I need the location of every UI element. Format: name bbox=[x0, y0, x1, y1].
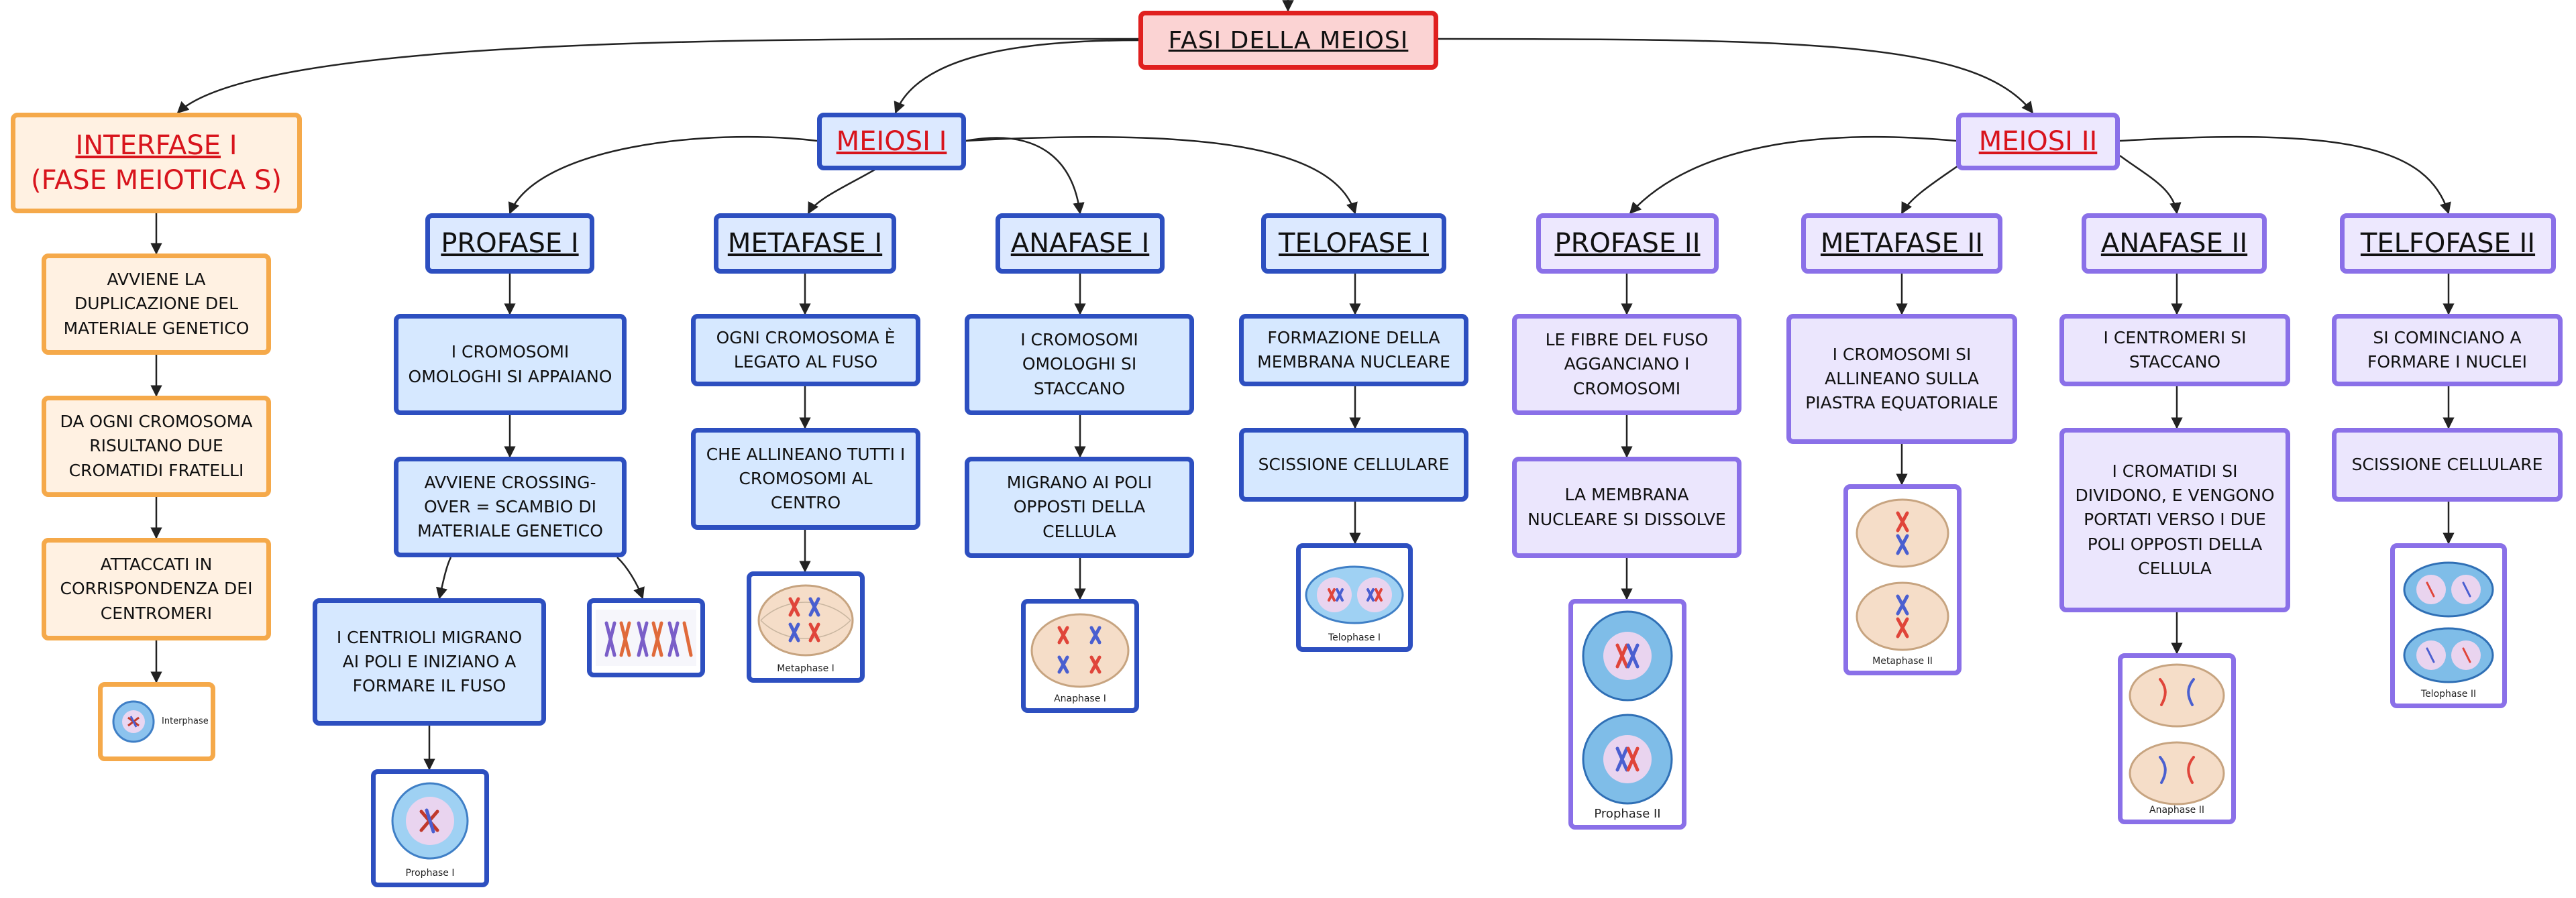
telofase-i-step-text: FORMAZIONE DELLA MEMBRANA NUCLEARE bbox=[1257, 327, 1450, 372]
telofase-ii-step-text: SI COMINCIANO A FORMARE I NUCLEI bbox=[2367, 327, 2528, 372]
telofase-i-step[interactable]: SCISSIONE CELLULARE bbox=[1239, 428, 1468, 502]
profase-i-title: PROFASE I bbox=[441, 228, 579, 259]
telophase-ii-image: Telophase II bbox=[2390, 543, 2507, 708]
telofase-i-step-text: SCISSIONE CELLULARE bbox=[1258, 454, 1450, 474]
profase-i-node[interactable]: PROFASE I bbox=[425, 213, 594, 274]
metafase-ii-step[interactable]: I CROMOSOMI SI ALLINEANO SULLA PIASTRA E… bbox=[1786, 314, 2017, 444]
anafase-i-title: ANAFASE I bbox=[1010, 228, 1150, 259]
anaphase-ii-caption: Anaphase II bbox=[2149, 805, 2204, 816]
anafase-ii-node[interactable]: ANAFASE II bbox=[2082, 213, 2267, 274]
metaphase-ii-caption: Metaphase II bbox=[1872, 656, 1933, 667]
anafase-i-step[interactable]: I CROMOSOMI OMOLOGHI SI STACCANO bbox=[965, 314, 1194, 415]
telofase-ii-step[interactable]: SCISSIONE CELLULARE bbox=[2332, 428, 2563, 502]
prophase-ii-caption: Prophase II bbox=[1594, 807, 1661, 821]
interfase-step[interactable]: AVVIENE LA DUPLICAZIONE DEL MATERIALE GE… bbox=[42, 254, 271, 355]
crossing-over-image bbox=[587, 598, 705, 677]
page-title: FASI DELLA MEIOSI bbox=[1168, 26, 1409, 54]
interfase-node[interactable]: INTERFASE I (FASE MEIOTICA S) bbox=[11, 113, 302, 213]
metafase-i-step[interactable]: CHE ALLINEANO TUTTI I CROMOSOMI AL CENTR… bbox=[691, 428, 920, 530]
profase-i-step[interactable]: I CROMOSOMI OMOLOGHI SI APPAIANO bbox=[394, 314, 627, 415]
interfase-step[interactable]: ATTACCATI IN CORRISPONDENZA DEI CENTROME… bbox=[42, 538, 271, 640]
profase-ii-step-text: LA MEMBRANA NUCLEARE SI DISSOLVE bbox=[1527, 485, 1726, 529]
profase-ii-node[interactable]: PROFASE II bbox=[1536, 213, 1719, 274]
metafase-i-node[interactable]: METAFASE I bbox=[714, 213, 896, 274]
metafase-i-title: METAFASE I bbox=[727, 228, 883, 259]
meiosi-ii-node[interactable]: MEIOSI II bbox=[1956, 113, 2120, 170]
interfase-step[interactable]: DA OGNI CROMOSOMA RISULTANO DUE CROMATID… bbox=[42, 396, 271, 497]
prophase-i-image: Prophase I bbox=[371, 769, 489, 887]
anafase-ii-step-text: I CROMATIDI SI DIVIDONO, E VENGONO PORTA… bbox=[2075, 461, 2275, 578]
anafase-i-node[interactable]: ANAFASE I bbox=[996, 213, 1165, 274]
telophase-i-image: Telophase I bbox=[1296, 543, 1413, 652]
meiosi-i-node[interactable]: MEIOSI I bbox=[817, 113, 966, 170]
telofase-ii-title: TELFOFASE II bbox=[2360, 228, 2536, 259]
anafase-i-step-text: MIGRANO AI POLI OPPOSTI DELLA CELLULA bbox=[1006, 473, 1152, 541]
metaphase-ii-image: Metaphase II bbox=[1843, 484, 1962, 675]
profase-ii-title: PROFASE II bbox=[1554, 228, 1701, 259]
profase-ii-step-text: LE FIBRE DEL FUSO AGGANCIANO I CROMOSOMI bbox=[1545, 330, 1709, 398]
metaphase-i-caption: Metaphase I bbox=[777, 663, 835, 674]
anaphase-i-image: Anaphase I bbox=[1021, 599, 1139, 713]
anafase-i-step-text: I CROMOSOMI OMOLOGHI SI STACCANO bbox=[1020, 330, 1138, 398]
metafase-ii-node[interactable]: METAFASE II bbox=[1801, 213, 2002, 274]
anafase-ii-title: ANAFASE II bbox=[2100, 228, 2248, 259]
prophase-ii-image: Prophase II bbox=[1568, 599, 1686, 830]
anafase-ii-step[interactable]: I CROMATIDI SI DIVIDONO, E VENGONO PORTA… bbox=[2059, 428, 2290, 612]
profase-i-step[interactable]: AVVIENE CROSSING-OVER = SCAMBIO DI MATER… bbox=[394, 457, 627, 557]
telofase-ii-node[interactable]: TELFOFASE II bbox=[2340, 213, 2556, 274]
title-node[interactable]: FASI DELLA MEIOSI bbox=[1138, 11, 1438, 70]
metafase-i-step-text: OGNI CROMOSOMA È LEGATO AL FUSO bbox=[716, 327, 896, 372]
metafase-ii-title: METAFASE II bbox=[1820, 228, 1984, 259]
meiosi-ii-title: MEIOSI II bbox=[1978, 126, 2098, 157]
metafase-i-step[interactable]: OGNI CROMOSOMA È LEGATO AL FUSO bbox=[691, 314, 920, 386]
interfase-title: INTERFASE I bbox=[75, 128, 237, 163]
telophase-ii-caption: Telophase II bbox=[2420, 689, 2477, 699]
anaphase-ii-image: Anaphase II bbox=[2118, 653, 2236, 824]
interphase-caption: Interphase bbox=[162, 716, 209, 726]
anaphase-i-caption: Anaphase I bbox=[1054, 693, 1106, 704]
metaphase-i-image: Metaphase I bbox=[747, 571, 865, 683]
telofase-ii-step[interactable]: SI COMINCIANO A FORMARE I NUCLEI bbox=[2332, 314, 2563, 386]
interphase-image: Interphase bbox=[98, 682, 215, 761]
profase-ii-step[interactable]: LE FIBRE DEL FUSO AGGANCIANO I CROMOSOMI bbox=[1512, 314, 1741, 415]
interfase-title-part1: INTERFASE bbox=[75, 130, 221, 161]
interfase-subtitle: (FASE MEIOTICA S) bbox=[31, 165, 282, 196]
metafase-ii-step-text: I CROMOSOMI SI ALLINEANO SULLA PIASTRA E… bbox=[1805, 344, 1998, 413]
metafase-i-step-text: CHE ALLINEANO TUTTI I CROMOSOMI AL CENTR… bbox=[706, 444, 906, 513]
interfase-title-part2: I bbox=[221, 130, 237, 161]
profase-i-step-text: I CENTRIOLI MIGRANO AI POLI E INIZIANO A… bbox=[336, 627, 523, 696]
anafase-ii-step[interactable]: I CENTROMERI SI STACCANO bbox=[2059, 314, 2290, 386]
telofase-i-title: TELOFASE I bbox=[1279, 228, 1429, 259]
profase-i-step[interactable]: I CENTRIOLI MIGRANO AI POLI E INIZIANO A… bbox=[313, 598, 546, 726]
meiosi-i-title: MEIOSI I bbox=[836, 126, 947, 157]
interfase-step-text: DA OGNI CROMOSOMA RISULTANO DUE CROMATID… bbox=[60, 412, 253, 480]
profase-i-step-text: AVVIENE CROSSING-OVER = SCAMBIO DI MATER… bbox=[417, 472, 603, 541]
telofase-i-node[interactable]: TELOFASE I bbox=[1261, 213, 1446, 274]
profase-i-step-text: I CROMOSOMI OMOLOGHI SI APPAIANO bbox=[408, 342, 612, 386]
telofase-i-step[interactable]: FORMAZIONE DELLA MEMBRANA NUCLEARE bbox=[1239, 314, 1468, 386]
profase-ii-step[interactable]: LA MEMBRANA NUCLEARE SI DISSOLVE bbox=[1512, 457, 1741, 558]
telophase-i-caption: Telophase I bbox=[1328, 632, 1381, 643]
anafase-ii-step-text: I CENTROMERI SI STACCANO bbox=[2103, 327, 2247, 372]
interfase-step-text: ATTACCATI IN CORRISPONDENZA DEI CENTROME… bbox=[60, 555, 253, 623]
interfase-step-text: AVVIENE LA DUPLICAZIONE DEL MATERIALE GE… bbox=[63, 270, 250, 338]
anafase-i-step[interactable]: MIGRANO AI POLI OPPOSTI DELLA CELLULA bbox=[965, 457, 1194, 558]
prophase-i-caption: Prophase I bbox=[405, 868, 455, 879]
telofase-ii-step-text: SCISSIONE CELLULARE bbox=[2351, 454, 2543, 474]
